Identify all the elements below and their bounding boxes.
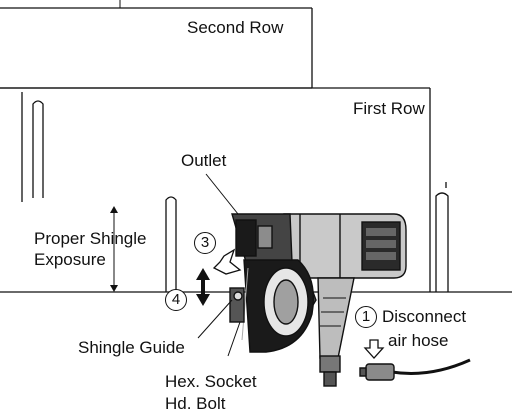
shingle-guide-label: Shingle Guide bbox=[78, 338, 185, 357]
nailer-tool bbox=[229, 213, 407, 387]
disconnect-label-line2: air hose bbox=[388, 331, 449, 350]
second-row-label: Second Row bbox=[187, 18, 284, 37]
disconnect-arrow-icon bbox=[363, 339, 385, 359]
step-4-badge: 4 bbox=[165, 289, 187, 311]
adjust-arrow-icon bbox=[196, 268, 210, 306]
step-3-badge: 3 bbox=[194, 232, 216, 254]
shingle-slots bbox=[21, 92, 449, 292]
second-row-shingle bbox=[0, 0, 313, 89]
exposure-label-line2: Exposure bbox=[34, 250, 106, 269]
bolt-label-line1: Hex. Socket bbox=[165, 372, 257, 391]
push-arrow-icon bbox=[212, 248, 242, 275]
step-1-badge: 1 bbox=[355, 306, 377, 328]
air-hose bbox=[359, 358, 471, 381]
exposure-dimension bbox=[110, 206, 118, 292]
first-row-shingle bbox=[0, 87, 431, 292]
outlet-label: Outlet bbox=[181, 151, 227, 170]
exposure-label-line1: Proper Shingle bbox=[34, 229, 147, 248]
leader-lines bbox=[197, 173, 241, 357]
disconnect-label-line1: Disconnect bbox=[382, 307, 467, 326]
first-row-label: First Row bbox=[353, 99, 425, 118]
bolt-label-line2: Hd. Bolt bbox=[165, 394, 226, 413]
